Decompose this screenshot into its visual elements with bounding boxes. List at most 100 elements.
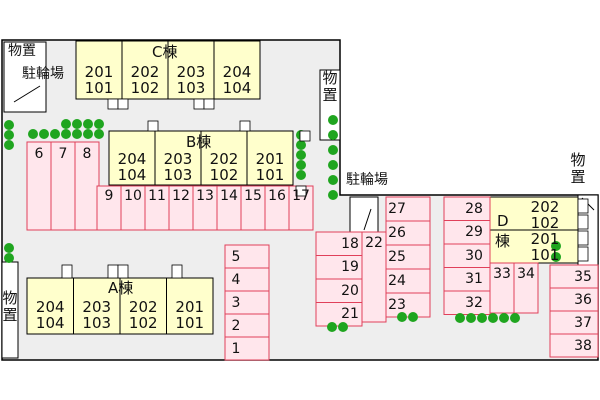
parking-label-21: 21 bbox=[341, 306, 359, 323]
storage-outline-top-left bbox=[3, 41, 47, 113]
parking-label-38: 38 bbox=[574, 337, 592, 354]
parking-label-11: 11 bbox=[148, 188, 166, 204]
tree-icon bbox=[4, 130, 14, 140]
parking-label-35: 35 bbox=[574, 268, 592, 285]
tree-icon bbox=[551, 252, 561, 262]
parking-space-24 bbox=[385, 268, 431, 294]
parking-space-34 bbox=[513, 262, 539, 314]
parking-label-37: 37 bbox=[574, 314, 592, 331]
tree-icon bbox=[94, 129, 104, 139]
parking-label-13: 13 bbox=[196, 188, 214, 204]
tree-icon bbox=[61, 119, 71, 129]
tree-icon bbox=[296, 140, 306, 150]
parking-label-2: 2 bbox=[231, 317, 241, 334]
parking-label-15: 15 bbox=[244, 188, 262, 204]
tree-icon bbox=[397, 312, 407, 322]
parking-label-29: 29 bbox=[465, 224, 483, 241]
tree-icon bbox=[4, 253, 14, 263]
parking-space-22 bbox=[361, 231, 387, 323]
parking-label-4: 4 bbox=[231, 271, 241, 288]
storage-label-far-right: 物置 bbox=[570, 151, 586, 186]
parking-space-38 bbox=[549, 333, 599, 358]
parking-label-23: 23 bbox=[388, 297, 406, 313]
parking-space-14 bbox=[216, 185, 242, 231]
tree-icon bbox=[72, 119, 82, 129]
storage-label-top-left: 物置 bbox=[8, 43, 36, 59]
building-d-name-letter: D bbox=[497, 212, 509, 230]
tree-icon bbox=[28, 129, 38, 139]
tree-icon bbox=[408, 312, 418, 322]
parking-space-11 bbox=[144, 185, 170, 231]
storage-label-left-bottom: 物置 bbox=[2, 289, 18, 324]
building-a-name: A棟 bbox=[108, 279, 134, 297]
parking-label-28: 28 bbox=[465, 200, 483, 217]
building-c-name: C棟 bbox=[152, 43, 178, 61]
parking-label-31: 31 bbox=[465, 271, 483, 288]
parking-space-16 bbox=[264, 185, 290, 231]
tree-icon bbox=[328, 115, 338, 125]
tree-icon bbox=[499, 313, 509, 323]
tree-icon bbox=[327, 322, 337, 332]
tree-icon bbox=[328, 130, 338, 140]
tree-icon bbox=[4, 120, 14, 130]
parking-space-23 bbox=[385, 292, 431, 318]
tree-icon bbox=[39, 129, 49, 139]
building-b-name: B棟 bbox=[186, 133, 212, 151]
parking-space-9 bbox=[96, 185, 122, 231]
parking-label-3: 3 bbox=[231, 294, 241, 311]
tree-icon bbox=[551, 241, 561, 251]
storage-diagonal bbox=[13, 85, 41, 103]
bike-parking-area bbox=[349, 196, 379, 238]
parking-space-15 bbox=[240, 185, 266, 231]
tree-icon bbox=[488, 313, 498, 323]
building-d-name-suffix: 棟 bbox=[495, 232, 511, 250]
parking-label-16: 16 bbox=[268, 188, 286, 204]
bike-parking-label-mid: 駐輪場 bbox=[346, 172, 388, 188]
tree-icon bbox=[296, 160, 306, 170]
parking-label-26: 26 bbox=[388, 225, 406, 241]
tree-icon bbox=[94, 119, 104, 129]
tree-icon bbox=[466, 313, 476, 323]
tree-icon bbox=[72, 129, 82, 139]
parking-space-25 bbox=[385, 244, 431, 270]
parking-label-19: 19 bbox=[341, 259, 359, 276]
parking-label-14: 14 bbox=[220, 188, 238, 204]
parking-label-7: 7 bbox=[58, 146, 68, 162]
parking-label-10: 10 bbox=[124, 188, 142, 204]
bike-parking-label-left: 駐輪場 bbox=[22, 66, 64, 82]
tree-icon bbox=[338, 322, 348, 332]
parking-label-6: 6 bbox=[34, 146, 44, 162]
tree-icon bbox=[455, 313, 465, 323]
tree-icon bbox=[4, 140, 14, 150]
parking-label-5: 5 bbox=[231, 248, 241, 265]
parking-label-27: 27 bbox=[388, 201, 406, 217]
parking-label-24: 24 bbox=[388, 273, 406, 289]
parking-space-12 bbox=[168, 185, 194, 231]
tree-icon bbox=[4, 243, 14, 253]
parking-label-22: 22 bbox=[365, 235, 383, 251]
tree-icon bbox=[510, 313, 520, 323]
tree-icon bbox=[296, 150, 306, 160]
parking-space-6 bbox=[26, 141, 52, 231]
tree-icon bbox=[296, 170, 306, 180]
parking-space-33 bbox=[489, 262, 515, 314]
tree-icon bbox=[83, 129, 93, 139]
parking-label-33: 33 bbox=[493, 266, 511, 282]
tree-icon bbox=[477, 313, 487, 323]
tree-icon bbox=[328, 160, 338, 170]
parking-space-8 bbox=[74, 141, 100, 231]
tree-icon bbox=[61, 129, 71, 139]
parking-label-36: 36 bbox=[574, 291, 592, 308]
